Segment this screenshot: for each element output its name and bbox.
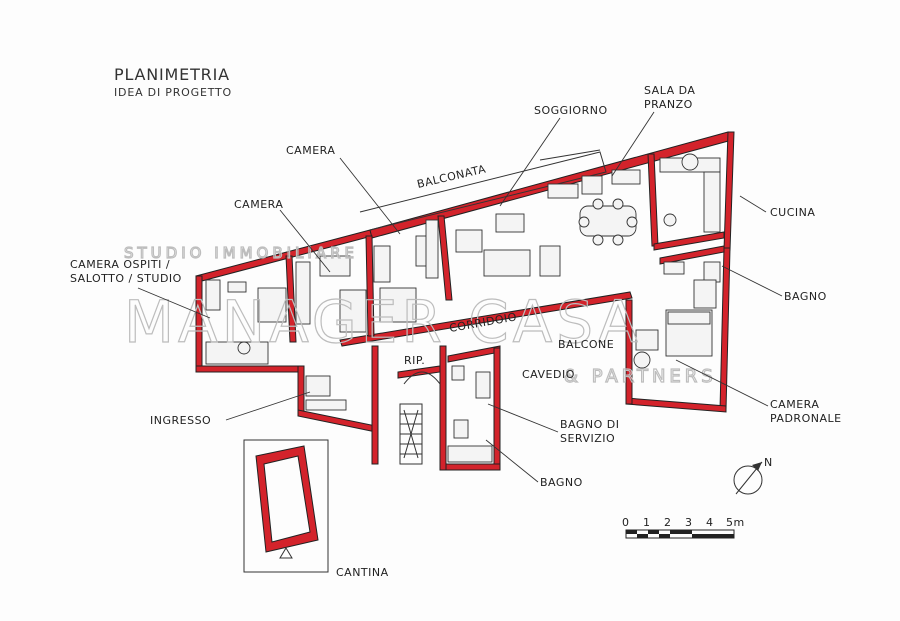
label-camera-ospiti: CAMERA OSPITI / xyxy=(70,258,170,271)
label-bagno-servizio-1: BAGNO DI xyxy=(560,418,620,431)
north-compass-icon: N xyxy=(733,456,773,495)
label-soggiorno: SOGGIORNO xyxy=(534,104,608,117)
staircase xyxy=(399,371,441,465)
label-sala-pranzo-2: PRANZO xyxy=(644,98,693,111)
balconata-outline xyxy=(359,151,607,231)
label-camera-1: CAMERA xyxy=(286,144,335,157)
label-rip: RIP. xyxy=(404,354,425,367)
label-balconata: BALCONATA xyxy=(416,162,487,190)
label-cavedio: CAVEDIO xyxy=(522,368,575,381)
label-cucina: CUCINA xyxy=(770,206,815,219)
label-cantina: CANTINA xyxy=(336,566,389,579)
watermark-line2: MANAGER CASA xyxy=(124,288,642,356)
watermark: STUDIO IMMOBILIARE MANAGER CASA & PARTNE… xyxy=(123,243,717,387)
label-sala-pranzo-1: SALA DA xyxy=(644,84,695,97)
label-salotto-studio: SALOTTO / STUDIO xyxy=(70,272,182,285)
scale-tick-0: 0 xyxy=(622,516,630,529)
scale-tick-1: 1 xyxy=(643,516,651,529)
scale-tick-3: 3 xyxy=(685,516,693,529)
furniture xyxy=(205,153,721,463)
label-balcone: BALCONE xyxy=(558,338,614,351)
label-camera-padronale-1: CAMERA xyxy=(770,398,819,411)
label-ingresso: INGRESSO xyxy=(150,414,211,427)
compass-north-label: N xyxy=(764,456,773,469)
scale-tick-5m: 5m xyxy=(726,516,745,529)
scale-tick-2: 2 xyxy=(664,516,672,529)
cantina-plan xyxy=(243,439,329,573)
scale-tick-4: 4 xyxy=(706,516,714,529)
label-bagno-2: BAGNO xyxy=(540,476,583,489)
leader-lines xyxy=(137,111,783,483)
scale-bar: 0 1 2 3 4 5m xyxy=(622,516,745,539)
watermark-line1: STUDIO IMMOBILIARE xyxy=(124,244,358,262)
watermark-line3: & PARTNERS xyxy=(564,366,717,387)
label-bagno-servizio-2: SERVIZIO xyxy=(560,432,615,445)
plan-subtitle: IDEA DI PROGETTO xyxy=(114,86,232,99)
label-camera-padronale-2: PADRONALE xyxy=(770,412,842,425)
label-bagno-1: BAGNO xyxy=(784,290,827,303)
label-camera-2: CAMERA xyxy=(234,198,283,211)
plan-title: PLANIMETRIA xyxy=(114,65,230,84)
